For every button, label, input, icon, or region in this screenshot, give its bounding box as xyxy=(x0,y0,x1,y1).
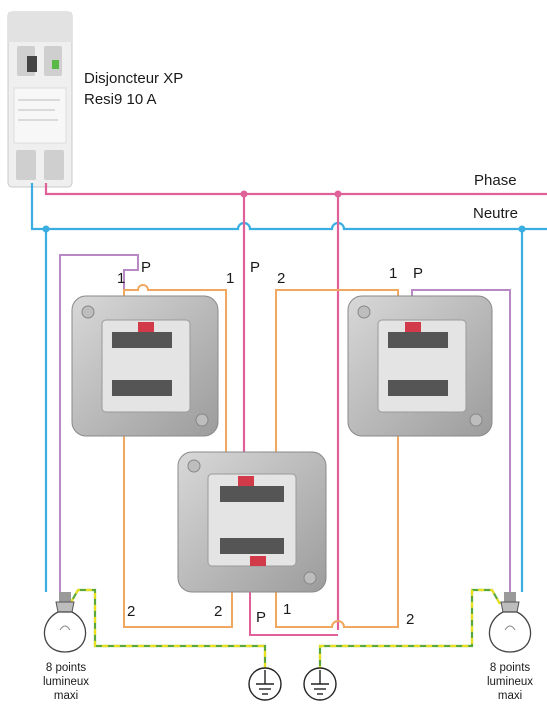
circuit-breaker xyxy=(7,11,73,188)
switch-mechanism-center xyxy=(177,451,327,593)
terminal-label: 2 xyxy=(277,270,286,287)
lamp-left xyxy=(43,592,87,653)
terminal-label: P xyxy=(413,265,424,282)
lamp-right-caption: 8 points lumineux maxi xyxy=(480,661,540,703)
lamp-caption-line: maxi xyxy=(497,690,523,702)
neutral-junction xyxy=(42,225,50,233)
phase-bus xyxy=(44,183,547,630)
terminal-label: 2 xyxy=(127,603,136,620)
lamp-caption-line: lumineux xyxy=(486,676,534,688)
terminal-label: 1 xyxy=(226,270,235,287)
lamp-caption-line: lumineux xyxy=(42,676,90,688)
lamp-left-caption: 8 points lumineux maxi xyxy=(36,661,96,703)
phase-junction xyxy=(334,190,342,198)
lamp-right xyxy=(488,592,532,653)
earth-symbol-right xyxy=(303,667,337,701)
lamp-caption-line: 8 points xyxy=(45,662,87,674)
neutral-label: Neutre xyxy=(473,205,519,222)
earth-wires xyxy=(69,588,501,668)
terminal-label: 2 xyxy=(214,603,223,620)
terminal-label: P xyxy=(141,259,152,276)
terminal-label: P xyxy=(256,609,267,626)
terminal-label: 1 xyxy=(389,265,398,282)
breaker-label-line2: Resi9 10 A xyxy=(84,91,157,108)
neutral-junction xyxy=(518,225,526,233)
lamp-caption-line: maxi xyxy=(53,690,79,702)
earth-symbol-left xyxy=(248,667,282,701)
phase-junction xyxy=(240,190,248,198)
neutral-bus xyxy=(30,183,547,592)
terminal-label: 2 xyxy=(406,611,415,628)
switch-mechanism-left xyxy=(71,295,219,437)
switch-mechanism-right xyxy=(347,295,493,437)
breaker-label-line1: Disjoncteur XP xyxy=(84,70,184,87)
terminal-label: P xyxy=(250,259,261,276)
terminal-label: 1 xyxy=(283,601,292,618)
terminal-label: 1 xyxy=(117,270,126,287)
lamp-caption-line: 8 points xyxy=(489,662,531,674)
phase-label: Phase xyxy=(474,172,517,189)
